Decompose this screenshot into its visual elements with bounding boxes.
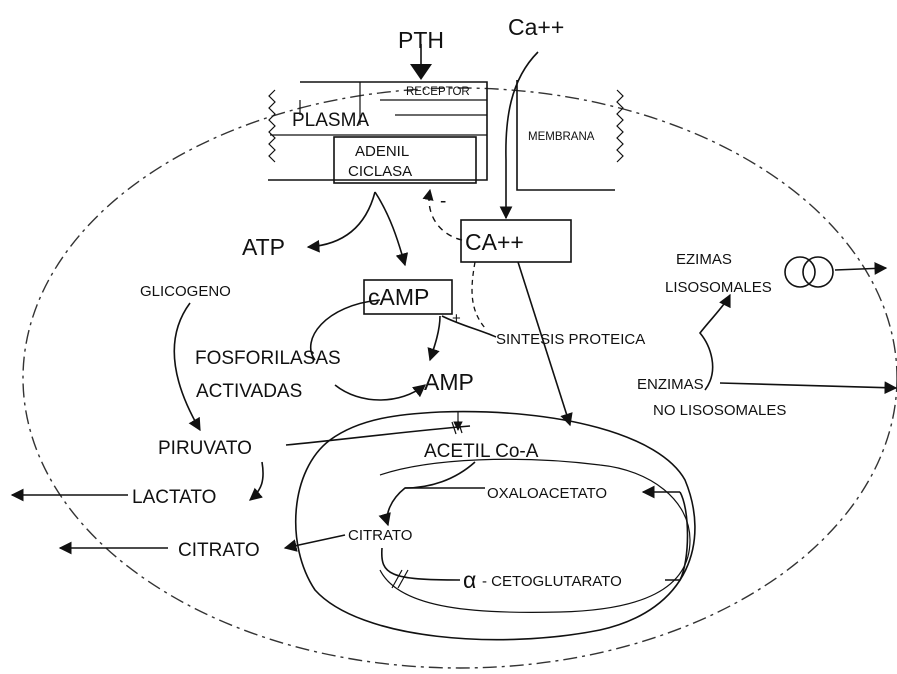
label-membrana: MEMBRANA — [528, 131, 595, 143]
camp-to-amp-arrow — [335, 385, 425, 400]
acetil-to-citrato-arrow — [387, 462, 475, 525]
enzimas-link — [700, 295, 730, 390]
label-enzimas: ENZIMAS — [637, 376, 704, 393]
label-citrato-inner: CITRATO — [348, 527, 412, 544]
cetoglutarato-right-line — [665, 492, 688, 580]
label-alpha: α — [463, 567, 476, 593]
label-citrato-outer: CITRATO — [178, 540, 260, 561]
label-oxaloacetato: OXALOACETATO — [487, 485, 607, 502]
label-plus: + — [452, 310, 461, 327]
vesicle-icon-a — [785, 257, 815, 287]
label-activadas: ACTIVADAS — [196, 381, 302, 402]
label-adenil: ADENIL — [355, 143, 409, 160]
label-ciclasa: CICLASA — [348, 163, 412, 180]
label-ca-in: Ca++ — [508, 14, 564, 40]
label-receptor: RECEPTOR — [406, 86, 470, 98]
label-glicogeno: GLICOGENO — [140, 283, 231, 300]
label-plasma: PLASMA — [292, 110, 369, 131]
label-cetoglutarato: - CETOGLUTARATO — [482, 573, 622, 590]
enzimas-no-lisosomales-export-arrow — [720, 383, 896, 388]
camp-to-amp-direct — [430, 316, 440, 360]
to-atp-arrow — [308, 192, 375, 247]
vesicle-icon-b — [803, 257, 833, 287]
vesicle-export-arrow — [835, 268, 886, 270]
label-pth: PTH — [398, 27, 444, 53]
camp-to-sintesis — [442, 316, 496, 337]
to-camp-arrow — [375, 192, 405, 265]
ca-to-sintesis-dashed — [472, 262, 485, 328]
label-lactato: LACTATO — [132, 487, 216, 508]
label-ezimas: EZIMAS — [676, 251, 732, 268]
label-minus: - — [440, 191, 446, 212]
label-camp: cAMP — [368, 284, 429, 310]
label-fosforilasas: FOSFORILASAS — [195, 348, 341, 369]
label-lisosomales: LISOSOMALES — [665, 279, 772, 296]
pth-arrowhead-icon — [410, 64, 432, 80]
label-ca-box: CA++ — [465, 229, 524, 255]
label-amp: AMP — [424, 369, 474, 395]
piruvato-to-lactato-arrow — [250, 462, 263, 500]
label-atp: ATP — [242, 234, 285, 260]
cetoglutarato-line — [382, 548, 460, 580]
label-acetil: ACETIL Co-A — [424, 441, 539, 462]
citrato-to-outer-arrow — [285, 535, 345, 548]
label-no-lisosomales: NO LISOSOMALES — [653, 402, 786, 419]
label-sintesis: SINTESIS PROTEICA — [496, 331, 645, 348]
label-piruvato: PIRUVATO — [158, 438, 252, 459]
